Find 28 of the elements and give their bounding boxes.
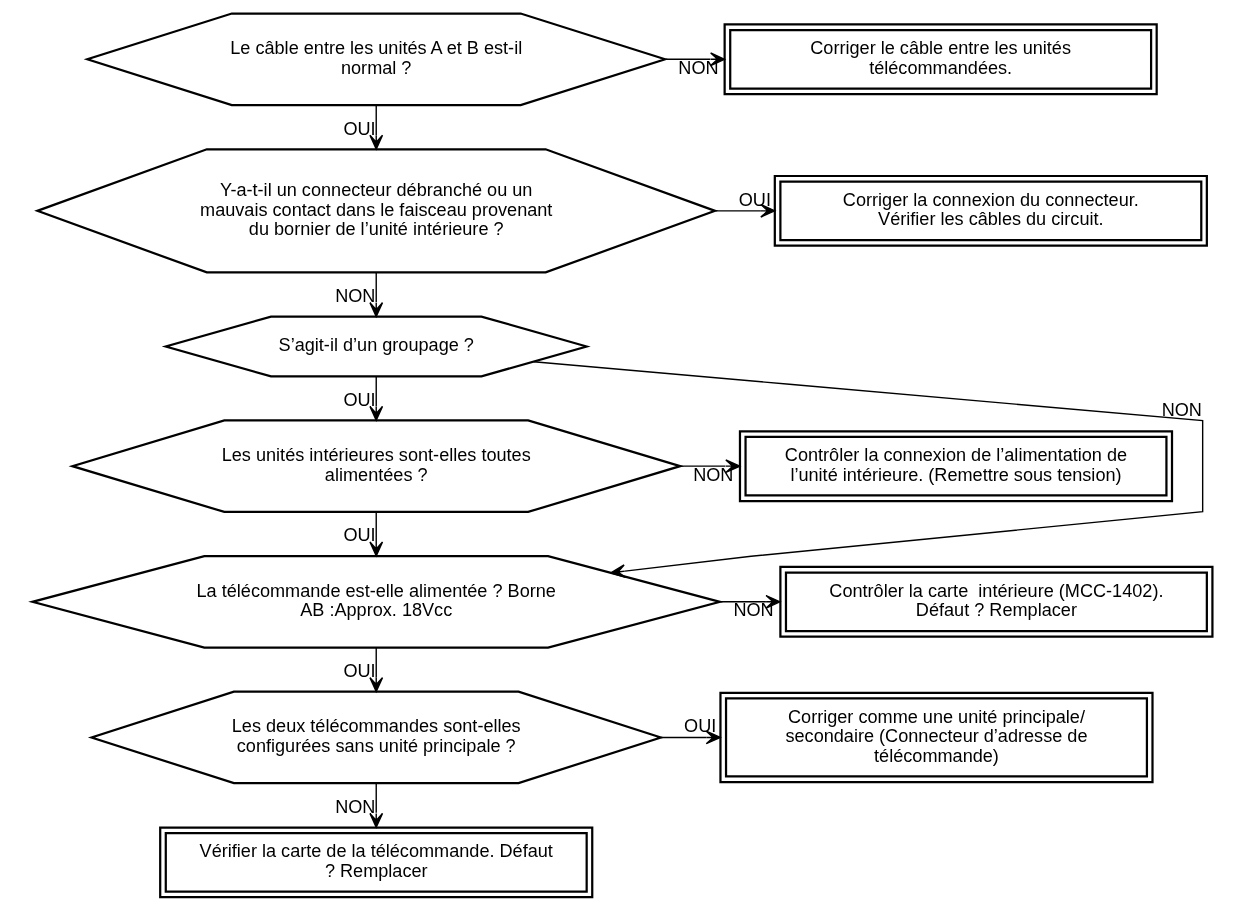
arrow (368, 511, 383, 557)
edge-label: NON (334, 285, 375, 306)
node-box: Corriger le câble entre les unités télécommandées. (723, 23, 1158, 96)
arrow (368, 271, 383, 318)
edge-label: OUI (683, 716, 716, 737)
edge-label: OUI (738, 189, 771, 210)
edge-label: NON (732, 600, 774, 621)
edge-label: NON (692, 464, 733, 485)
edge-label: NON (334, 796, 375, 817)
edge-label: NON (1161, 399, 1202, 420)
arrow (659, 730, 721, 745)
edge-label: OUI (342, 389, 376, 410)
node-box: Vérifier la carte de la télécommande. Défaut ? Remplacer (158, 826, 593, 899)
arrow (368, 646, 383, 693)
edge-label: OUI (342, 118, 376, 139)
node-box: Corriger la connexion du connecteur. Vérifier les câbles du circuit. (773, 174, 1208, 247)
node-box: Contrôler la connexion de l’alimentation de l’unité intérieure. (Remettre sous tension) (738, 430, 1173, 503)
arrow (714, 203, 775, 218)
arrow (368, 782, 383, 828)
arrow (532, 361, 1203, 579)
arrow (679, 459, 740, 474)
arrow (368, 375, 383, 421)
node-box: Contrôler la carte intérieure (MCC-1402). Défaut ? Remplacer (778, 565, 1214, 638)
edge-label: OUI (342, 660, 376, 681)
edge-label: OUI (342, 525, 376, 546)
arrow (368, 104, 383, 150)
node-box: Corriger comme une unité principale/ secondaire (Connecteur d’adresse de télécommande) (718, 691, 1154, 784)
edge-label: NON (677, 57, 719, 78)
